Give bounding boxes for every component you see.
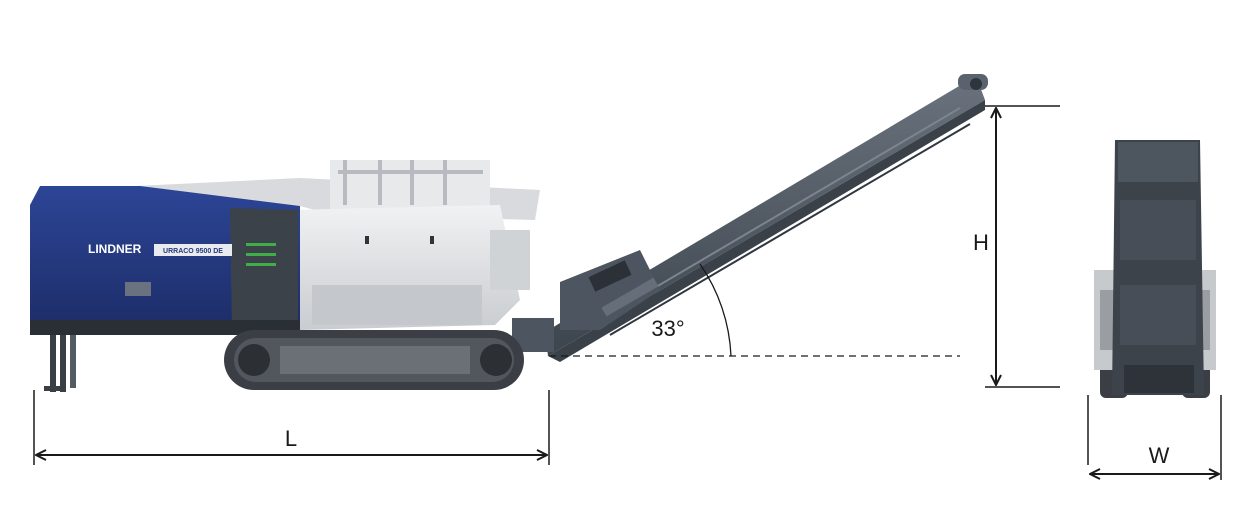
discharge-conveyor: [512, 74, 988, 362]
height-label: H: [973, 230, 989, 255]
engine-housing: LINDNER URRACO 9500 DE: [30, 186, 300, 335]
machine-side-view: LINDNER URRACO 9500 DE: [30, 74, 988, 392]
length-dimension: L: [33, 390, 550, 465]
model-plate-label: URRACO 9500 DE: [163, 248, 223, 255]
length-label: L: [285, 426, 297, 451]
width-dimension: W: [1087, 395, 1222, 480]
shredder-housing: [136, 160, 540, 330]
machine-front-view: [1094, 140, 1216, 398]
height-dimension: H: [973, 105, 1060, 388]
width-label: W: [1149, 443, 1170, 468]
angle-label: 33°: [651, 316, 684, 341]
support-legs: [44, 328, 76, 392]
brand-label: LINDNER: [88, 242, 142, 256]
angle-dimension: 33°: [549, 263, 960, 357]
crawler-track: [224, 330, 524, 390]
